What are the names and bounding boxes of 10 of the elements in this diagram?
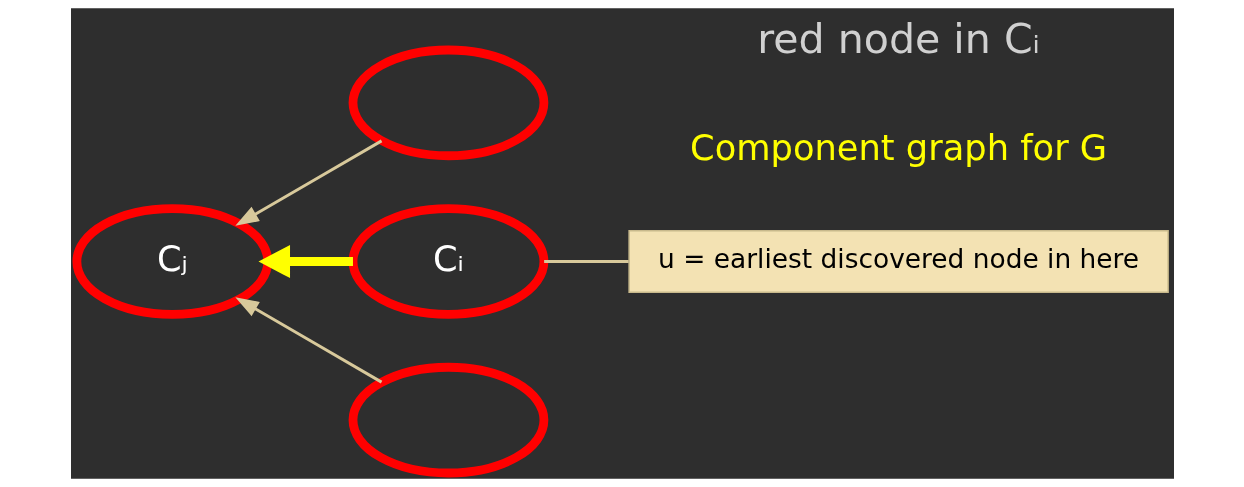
connector bbox=[543, 260, 629, 263]
arrow bbox=[234, 139, 382, 226]
node-box: u = earliest discovered node in here bbox=[627, 229, 1169, 294]
arrow bbox=[258, 244, 353, 279]
label: Component graph for G bbox=[689, 127, 1107, 169]
arrow bbox=[234, 297, 382, 384]
node-ellipse bbox=[348, 362, 548, 478]
node-ellipse bbox=[348, 45, 548, 161]
node-ellipse: Cᵢ bbox=[348, 204, 548, 319]
label: red node in Cᵢ bbox=[756, 14, 1040, 63]
